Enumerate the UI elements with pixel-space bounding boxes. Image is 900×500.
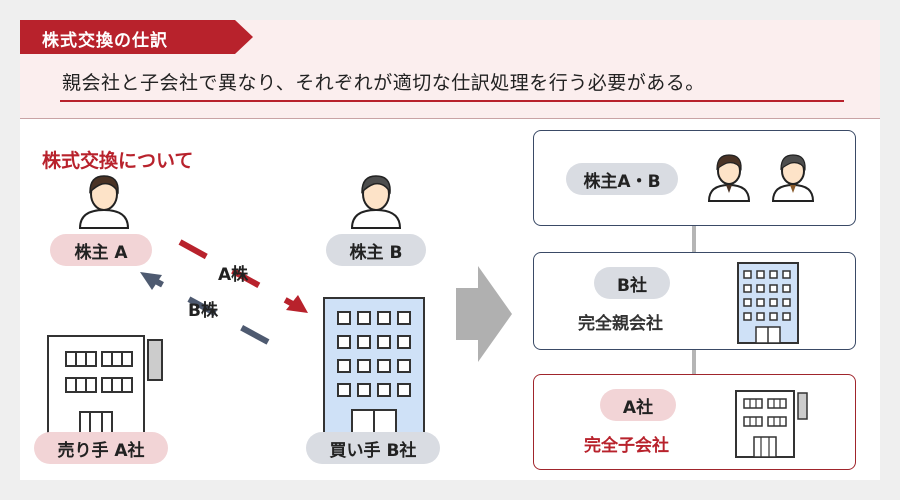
subsidiary-company-caption: 完全子会社 <box>584 436 669 456</box>
header-banner: 株式交換の仕訳 親会社と子会社で異なり、それぞれが適切な仕訳処理を行う必要がある… <box>20 20 880 119</box>
seller-company-pill: 売り手 A社 <box>34 432 168 464</box>
shareholder-a-icon <box>78 175 130 229</box>
parent-company-box: B社 完全親会社 <box>533 252 856 350</box>
header-subtitle: 親会社と子会社で異なり、それぞれが適切な仕訳処理を行う必要がある。 <box>62 72 705 94</box>
connector-line-top <box>692 224 696 252</box>
parent-company-building-icon <box>737 262 799 344</box>
a-company-pill: A社 <box>600 389 676 421</box>
shareholders-box: 株主A・B <box>533 130 856 226</box>
arrow-a-shares <box>178 239 302 311</box>
section-title: 株式交換について <box>42 150 194 172</box>
shareholders-ab-pill: 株主A・B <box>566 163 678 195</box>
diagram-canvas: 株式交換の仕訳 親会社と子会社で異なり、それぞれが適切な仕訳処理を行う必要がある… <box>20 20 880 480</box>
header-title: 株式交換の仕訳 <box>42 31 168 51</box>
shareholder-b-pill: 株主 B <box>326 234 426 266</box>
connector-line-bottom <box>692 348 696 374</box>
shareholder-a-pill: 株主 A <box>50 234 152 266</box>
share-exchange-arrows <box>140 239 308 345</box>
header-tag: 株式交換の仕訳 <box>20 20 253 54</box>
parent-company-caption: 完全親会社 <box>578 314 663 334</box>
shareholder-b-small-icon <box>771 154 815 202</box>
subsidiary-company-building-icon <box>735 390 808 458</box>
subsidiary-company-box: A社 完全子会社 <box>533 374 856 470</box>
b-company-pill: B社 <box>594 267 670 299</box>
buyer-company-pill: 買い手 B社 <box>306 432 440 464</box>
shareholder-b-icon <box>350 175 402 229</box>
seller-company-building-icon <box>47 335 163 441</box>
header-underline <box>60 100 844 102</box>
arrow-b-label: B株 <box>188 301 218 321</box>
arrow-a-label: A株 <box>218 265 249 285</box>
buyer-company-building-icon <box>323 297 425 447</box>
arrow-b-shares <box>148 275 270 345</box>
big-right-arrow-icon <box>456 266 512 362</box>
shareholder-a-small-icon <box>707 154 751 202</box>
